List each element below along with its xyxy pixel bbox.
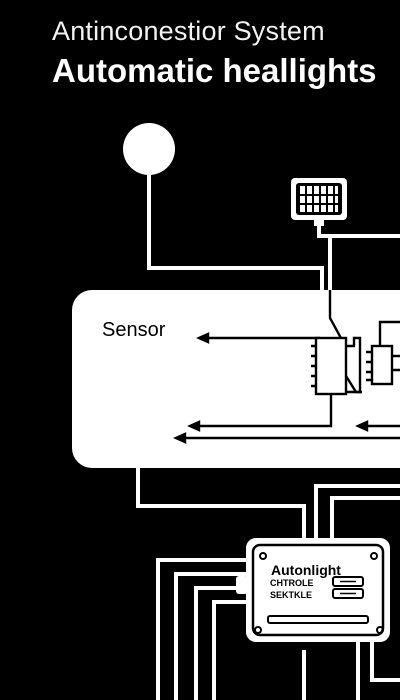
sensor-wire xyxy=(147,175,324,290)
diagram-subtitle: Antinconestior System xyxy=(52,16,325,46)
sensor-label: Sensor xyxy=(102,319,166,341)
headlight-wire xyxy=(317,226,400,238)
headlight-icon xyxy=(291,178,347,226)
sensor-panel xyxy=(72,290,400,468)
harness-wires xyxy=(136,468,400,700)
diagram-title: Automatic heallights xyxy=(52,52,377,89)
autonlight-control-module xyxy=(236,538,390,642)
module-row-2-label: SEKTKLE xyxy=(270,590,312,600)
module-row-1-label: CHTROLE xyxy=(270,578,314,588)
module-title: Autonlight xyxy=(271,562,341,578)
light-sensor-circle xyxy=(123,123,175,175)
panel-internal-wiring xyxy=(173,290,400,444)
